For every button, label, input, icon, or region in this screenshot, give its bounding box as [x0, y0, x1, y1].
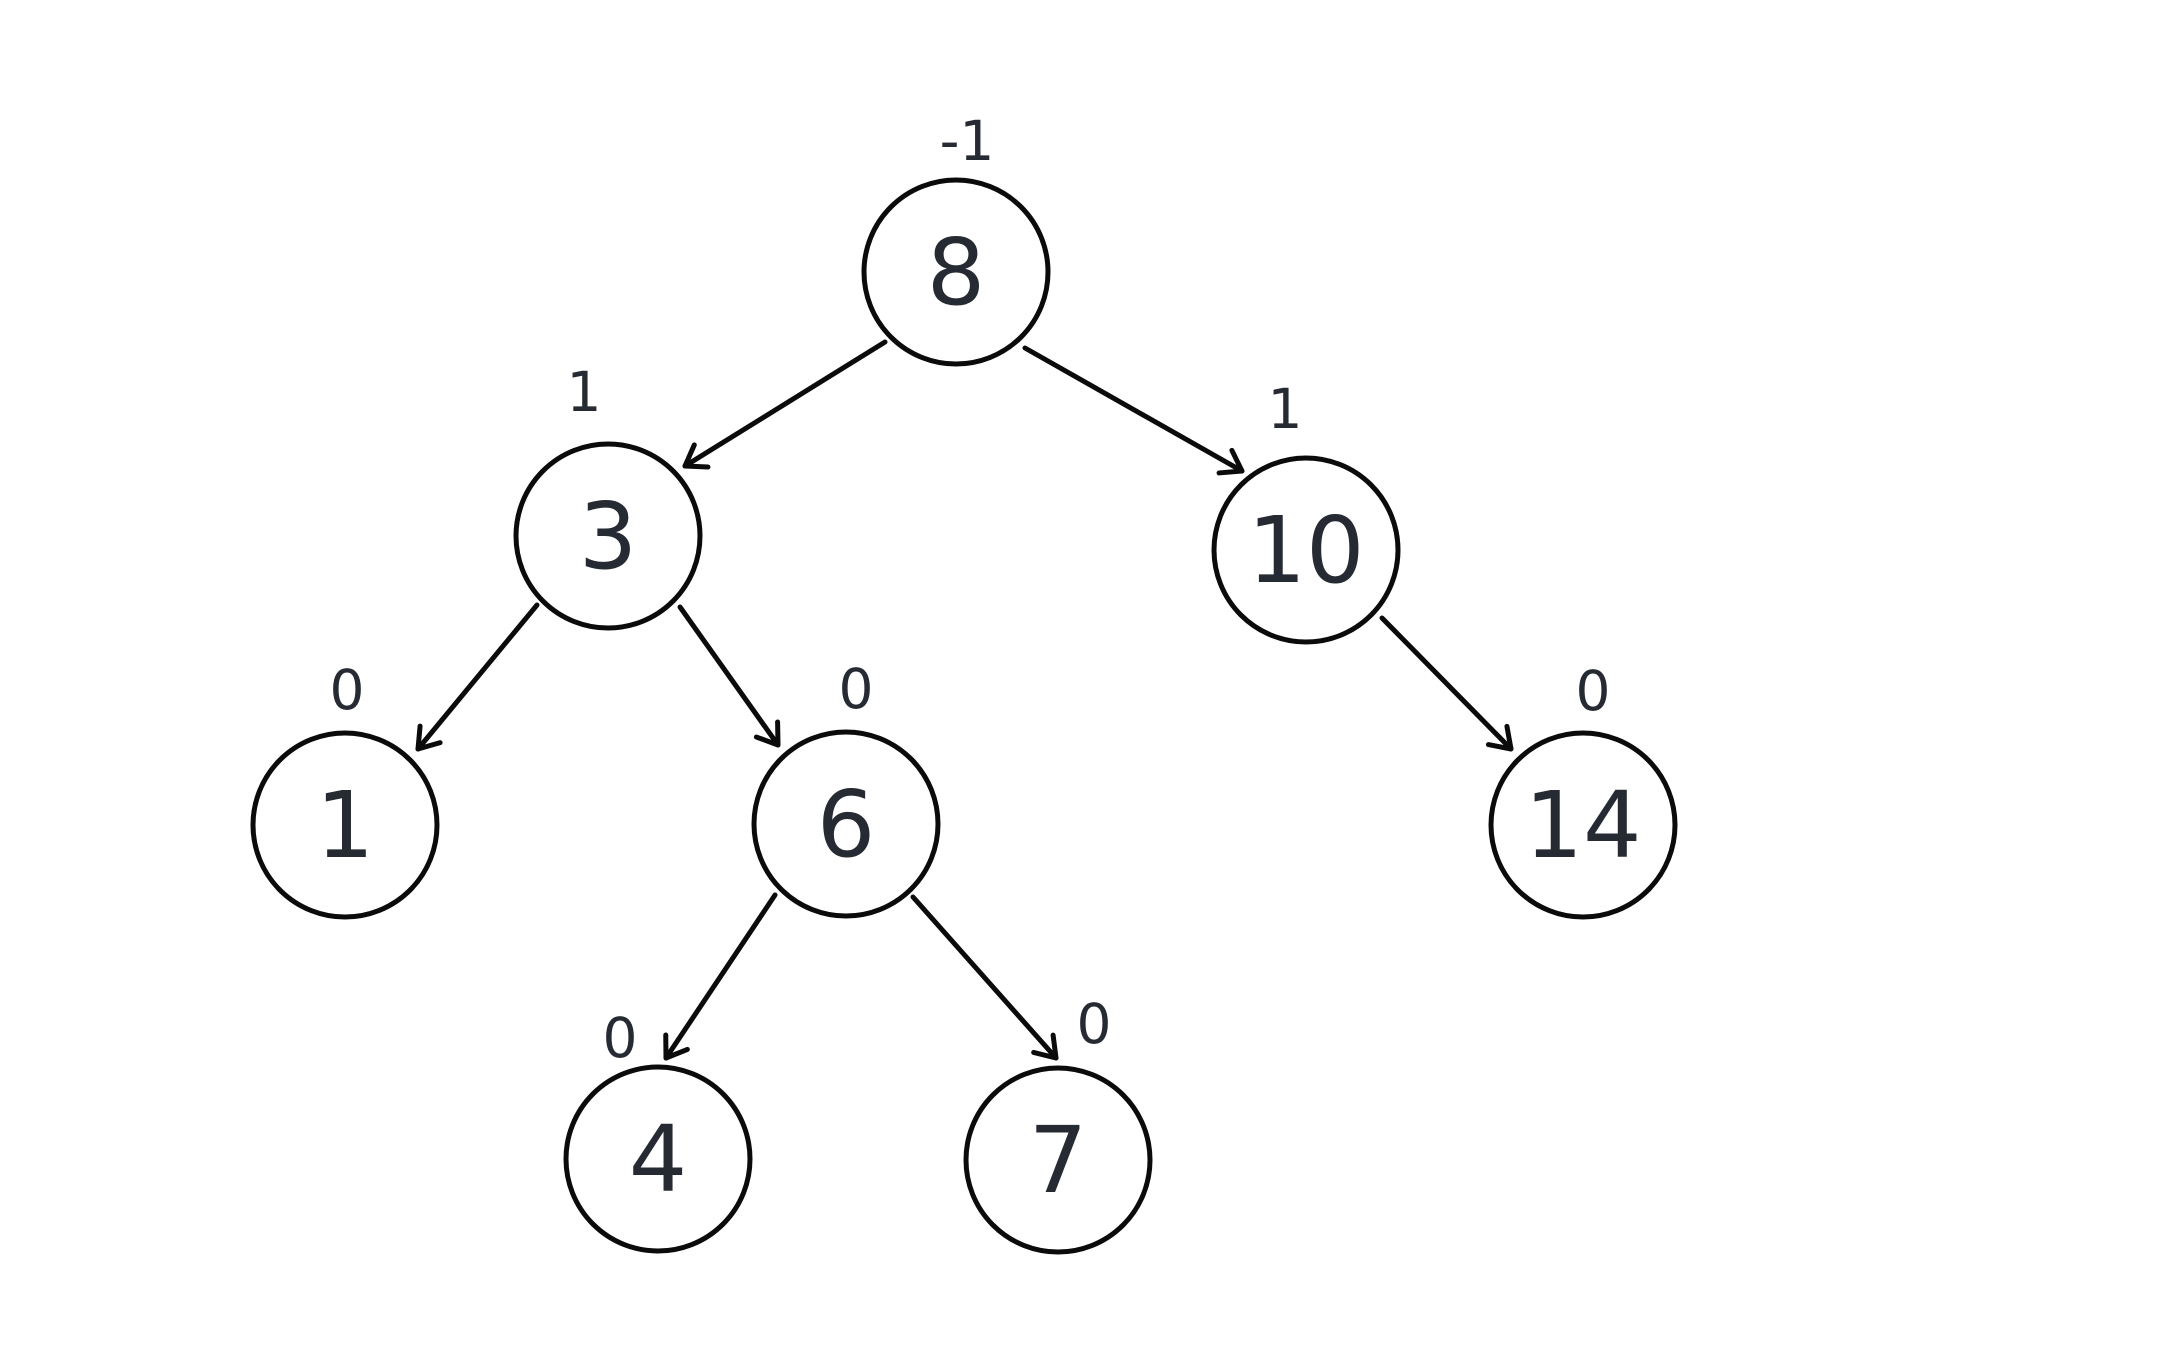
node-value-7: 7 [1029, 1107, 1088, 1214]
node-value-10: 10 [1247, 497, 1364, 604]
node-value-1: 1 [316, 772, 375, 879]
balance-factor-label-1: 0 [330, 658, 365, 722]
tree-node-7: 70 [963, 992, 1153, 1255]
node-circle-10 [1211, 455, 1401, 645]
tree-node-4: 40 [563, 1006, 753, 1254]
edge-3-to-6 [677, 604, 781, 748]
node-circle-1 [250, 730, 440, 920]
node-value-6: 6 [817, 771, 876, 878]
node-circle-8 [861, 177, 1051, 367]
node-value-4: 4 [629, 1106, 688, 1213]
node-circle-7 [963, 1065, 1153, 1255]
balance-factor-label-10: 1 [1268, 377, 1303, 441]
balance-factor-label-3: 1 [567, 360, 602, 424]
tree-node-10: 10 1 [1211, 377, 1401, 645]
edge-8-to-3 [682, 339, 888, 470]
edge-3-to-1 [415, 602, 540, 752]
edge-10-to-14 [1379, 615, 1514, 752]
balance-factor-label-7: 0 [1077, 992, 1112, 1056]
node-circle-4 [563, 1064, 753, 1254]
edge-8-to-10 [1022, 345, 1245, 476]
node-circle-3 [513, 441, 703, 631]
tree-node-3: 31 [513, 360, 703, 631]
tree-node-8: 8 -1 [861, 109, 1051, 367]
tree-node-1: 10 [250, 658, 440, 920]
edges-layer [415, 339, 1514, 1061]
edge-6-to-4 [663, 892, 778, 1061]
node-value-3: 3 [579, 483, 638, 590]
balance-factor-label-4: 0 [603, 1006, 638, 1070]
tree-node-14: 14 0 [1488, 659, 1678, 920]
node-circle-6 [751, 729, 941, 919]
edge-6-to-7 [910, 894, 1059, 1061]
tree-node-6: 60 [751, 657, 941, 919]
node-circle-14 [1488, 730, 1678, 920]
node-value-14: 14 [1524, 772, 1641, 879]
balance-factor-label-6: 0 [839, 657, 874, 721]
balance-factor-label-8: -1 [940, 109, 995, 173]
balance-factor-label-14: 0 [1576, 659, 1611, 723]
node-value-8: 8 [927, 219, 986, 326]
